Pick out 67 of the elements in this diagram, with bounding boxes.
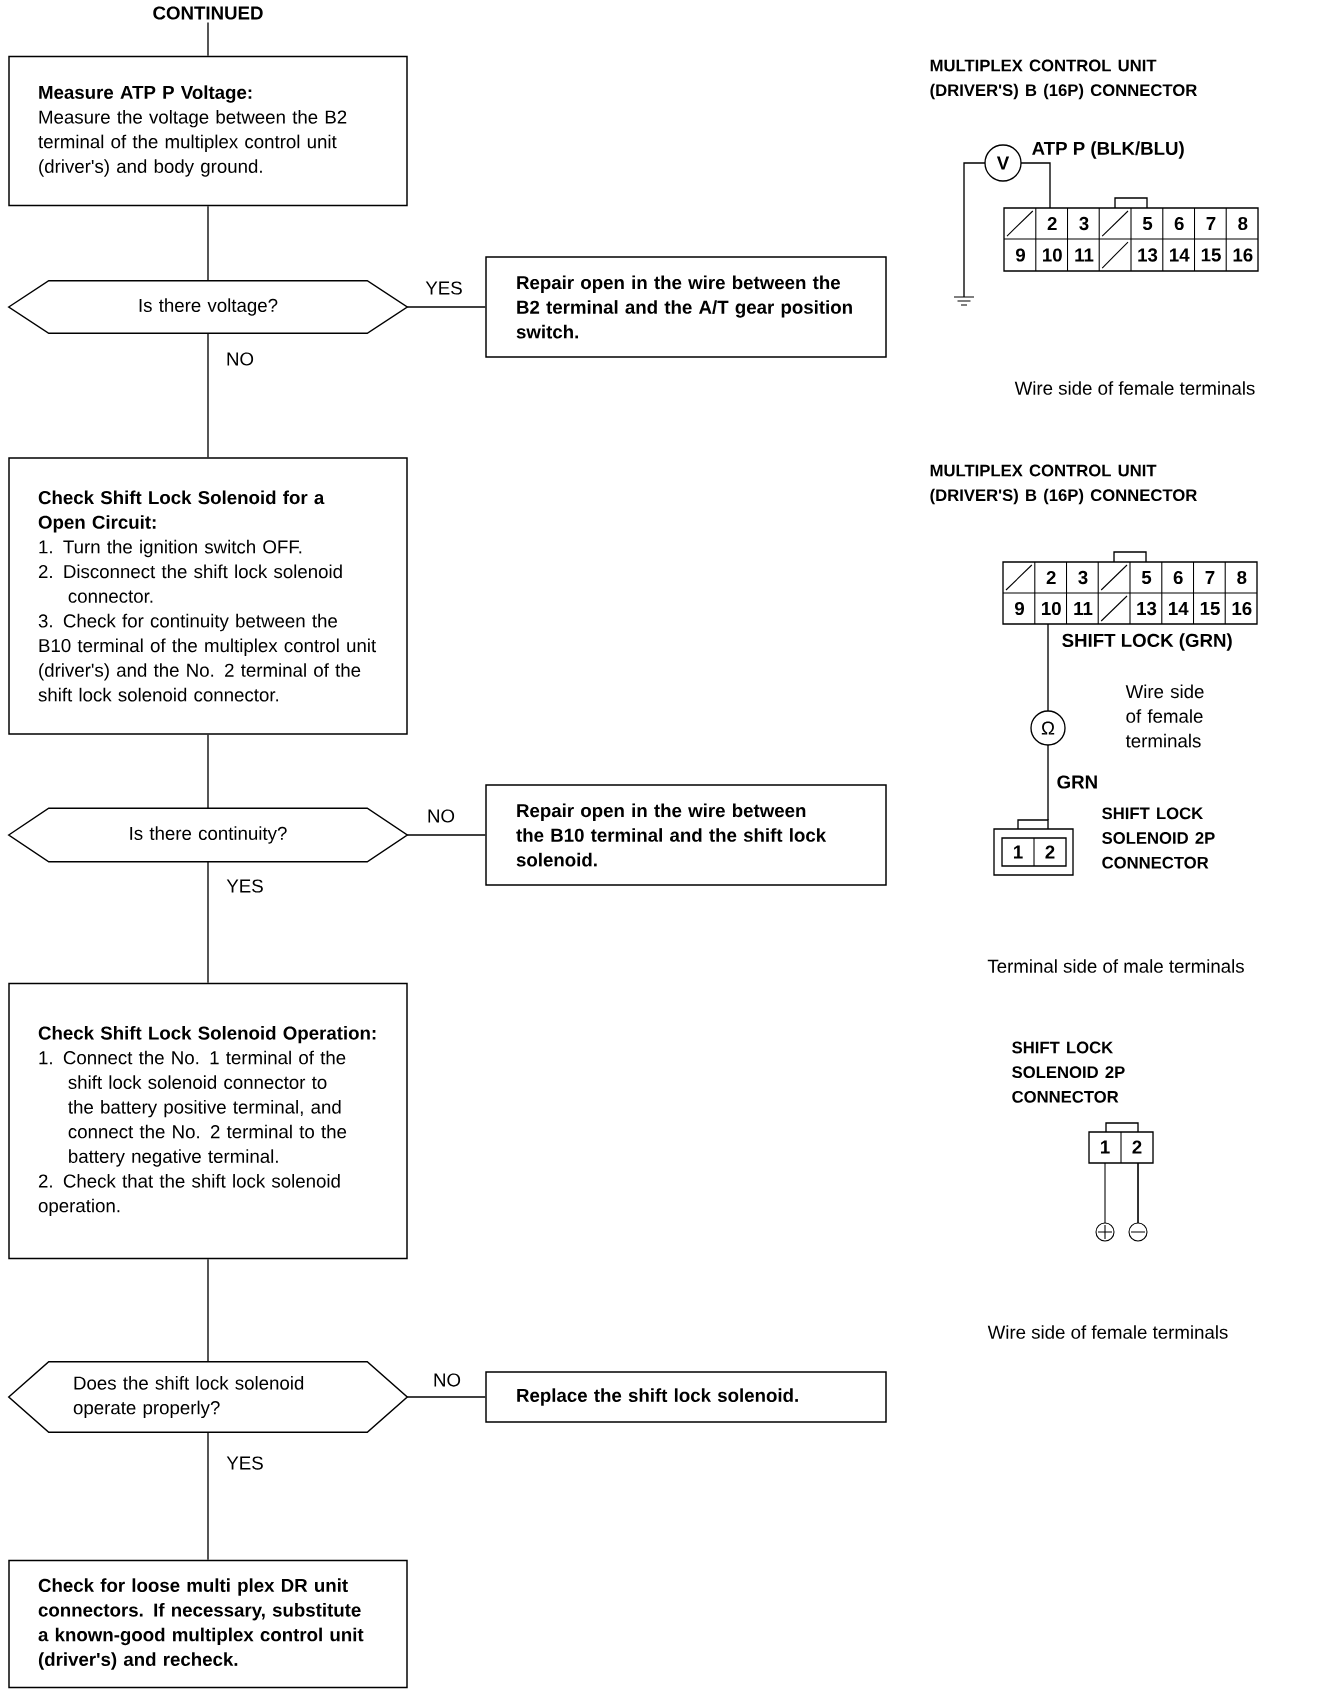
step-box: Check for loose multi plex DR unit connectors. If necessary, substitute a known-good multiplex control unit (driver's) and recheck. [8,1559,408,1689]
pin-number: 16 [1232,601,1252,616]
connector-heading: SHIFT LOCK SOLENOID 2P CONNECTOR [1012,1041,1125,1103]
pin-number: 2 [1045,845,1055,859]
edge-label: YES [424,280,464,296]
pin-number: 9 [1015,248,1025,262]
pin-number: 1 [1014,845,1023,859]
connector-line [207,205,209,282]
pin-number: 5 [1141,571,1152,585]
pin-number: 14 [1169,602,1189,615]
pin-number: 11 [1074,602,1093,615]
pin-number: 11 [1075,248,1094,262]
step-box: Repair open in the wire between the B10 terminal and the shift lock solenoid. [485,784,887,886]
step-box: Check Shift Lock Solenoid for a Open Circuit: 1. Turn the ignition switch OFF. 2. Disconnect the shift lock solenoid connector. 3. Check for continuity between the B10 terminal of the multiplex control unit (driver's) and the No. 2 terminal of the shift lock solenoid connector. [8,457,408,735]
view-note: Wire side of female terminals [1014,381,1255,395]
edge-label: NO [431,1372,463,1388]
pin-number: 2 [1046,571,1056,584]
pin-number: 16 [1233,248,1253,262]
pin-number: 2 [1132,1140,1142,1154]
wire-label: GRN [1057,775,1097,789]
connector-line [207,332,209,458]
connector-line [207,21,209,57]
pin-number: 5 [1142,217,1153,230]
connector-line [406,1396,486,1398]
meter-symbol: Ω [1041,721,1055,735]
continuation-label: CONTINUED [153,6,263,20]
connector-line [207,734,209,809]
pin-number: 7 [1206,217,1216,230]
connector-line [207,1431,209,1561]
pin-number: 1 [1101,1140,1110,1154]
meter-symbol: V [996,156,1010,170]
pin-number: 6 [1174,216,1184,231]
pin-number: 13 [1138,248,1158,262]
pin-number: 10 [1043,248,1062,262]
pin-number: 2 [1047,216,1057,230]
step-box: Repair open in the wire between the B2 terminal and the A/T gear position switch. [485,256,887,358]
pin-number: 15 [1201,248,1221,262]
pin-number: 3 [1079,216,1089,231]
edge-label: NO [224,351,256,367]
step-box: Measure ATP P Voltage: Measure the voltage between the B2 terminal of the multiplex control unit (driver's) and body ground. [8,55,408,207]
step-box: Replace the shift lock solenoid. [485,1371,887,1423]
pin-number: 15 [1200,602,1220,616]
connector-line [207,1258,209,1363]
pin-number: 13 [1137,601,1157,616]
pin-number: 8 [1237,570,1247,585]
connector-heading: SHIFT LOCK SOLENOID 2P CONNECTOR [1102,807,1215,869]
pin-number: 8 [1238,216,1248,231]
connector-line [406,306,486,308]
pin-number: 6 [1173,570,1183,585]
view-note: Wire side of female terminals [1125,684,1204,748]
pin-number: 3 [1078,570,1088,585]
step-box: Check Shift Lock Solenoid Operation: 1. Connect the No. 1 terminal of the shift lock solenoid connector to the battery positive terminal, and connect the No. 2 terminal to the battery negative terminal. 2. Check that the shift lock solenoid operation. [8,982,408,1260]
edge-label: YES [225,878,265,894]
wire-label: SHIFT LOCK (GRN) [1062,633,1232,651]
pin-number: 10 [1042,601,1061,616]
connector-heading: MULTIPLEX CONTROL UNIT (DRIVER'S) B (16P) CONNECTOR [930,59,1197,100]
edge-label: NO [425,808,457,824]
wire-label: ATP P (BLK/BLU) [1032,141,1184,159]
edge-label: YES [225,1455,265,1471]
pin-number: 9 [1014,601,1024,616]
view-note: Terminal side of male terminals [987,959,1244,973]
pin-number: 14 [1170,248,1190,262]
connector-line [207,861,209,984]
connector-heading: MULTIPLEX CONTROL UNIT (DRIVER'S) B (16P) CONNECTOR [930,464,1197,505]
connector-line [406,834,486,836]
pin-number: 7 [1205,571,1215,584]
view-note: Wire side of female terminals [987,1325,1228,1339]
